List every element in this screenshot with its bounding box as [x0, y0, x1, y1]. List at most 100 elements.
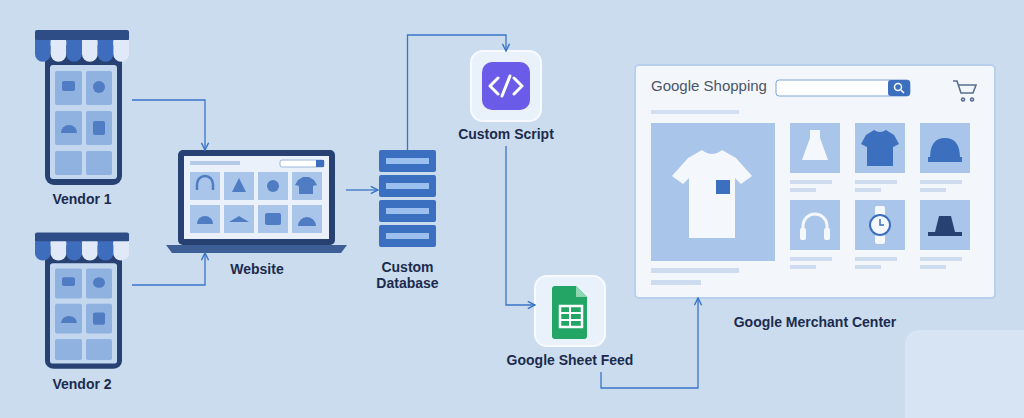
sheet-icon: Google Sheet Feed [535, 276, 605, 346]
shopping-window [953, 81, 976, 101]
sheet-icon [535, 276, 605, 346]
shopping-window [790, 265, 816, 269]
script-icon [471, 51, 541, 121]
shopping-window [790, 123, 840, 173]
laptop-icon [292, 205, 322, 233]
laptop-icon [166, 245, 347, 253]
shopping-window [855, 123, 905, 173]
node-label: Custom Script [458, 126, 554, 142]
database-icon [386, 183, 429, 189]
shopping-window [930, 138, 960, 158]
sheet-icon [535, 276, 605, 346]
database-icon [386, 208, 429, 214]
shopping-window [928, 157, 962, 162]
laptop-icon [280, 160, 324, 167]
flow-connector [506, 146, 535, 305]
shopping-window [880, 219, 884, 225]
database-icon [379, 225, 436, 247]
shopping-window [870, 215, 890, 235]
flow-connector [132, 100, 205, 150]
shopping-window [935, 216, 955, 232]
shopping-window [861, 130, 899, 166]
shopping-window [920, 180, 962, 184]
shopping-window [895, 84, 902, 91]
decor-panel [905, 330, 1024, 418]
database-icon [379, 150, 436, 172]
node-label: Vendor 2 [52, 376, 111, 392]
vendor-shop: Vendor 2 [32, 228, 132, 371]
sheet-icon [560, 306, 582, 327]
laptop-icon [258, 172, 288, 200]
laptop-icon [178, 150, 335, 245]
shopping-window [651, 123, 775, 261]
shopping-window [920, 123, 970, 173]
merchant-window: Google ShoppingGoogle Merchant Center [635, 65, 995, 298]
phone-icon [35, 30, 129, 185]
shopping-window [635, 65, 995, 298]
shopping-window [651, 110, 739, 114]
laptop-icon [224, 172, 254, 200]
sheet-icon [552, 286, 587, 339]
flow-connector [601, 298, 698, 388]
sheet-icon [576, 286, 587, 297]
database-server: Custom Database [378, 150, 437, 248]
laptop-icon [267, 180, 279, 192]
shopping-window [803, 214, 827, 236]
laptop-icon [265, 213, 281, 225]
shopping-window [920, 200, 970, 250]
script-icon [482, 62, 530, 110]
shopping-window [928, 232, 962, 236]
shopping-window [920, 265, 946, 269]
script-icon: Custom Script [471, 51, 541, 121]
laptop-icon [190, 161, 240, 165]
shopping-window [635, 65, 995, 298]
laptop-icon [166, 150, 347, 253]
laptop-icon [197, 176, 213, 190]
shopping-window [855, 265, 881, 269]
node-label: Vendor 1 [52, 191, 111, 207]
phone-icon [35, 232, 129, 368]
laptop-icon [224, 205, 254, 233]
window-title: Google Shopping [651, 77, 767, 95]
shopping-window [651, 268, 739, 273]
laptop-icon [298, 217, 316, 226]
laptop-icon [184, 156, 329, 239]
shopping-window [901, 90, 904, 93]
shopping-window [776, 80, 910, 96]
script-icon [471, 51, 541, 121]
database-icon [386, 233, 429, 239]
shopping-window [790, 257, 832, 261]
shopping-window [800, 228, 806, 240]
laptop-icon [190, 172, 220, 200]
sheet-icon [560, 306, 582, 327]
node-label: Custom Database [360, 259, 456, 291]
laptop-icon [190, 205, 220, 233]
shopping-window [920, 257, 962, 261]
database-icon [379, 200, 436, 222]
node-label: Website [230, 261, 283, 277]
laptop-icon [292, 172, 322, 200]
shopping-window [802, 130, 828, 160]
shopping-window [920, 188, 946, 192]
laptop-icon [229, 216, 249, 222]
database-icon [379, 150, 436, 247]
laptop-icon [197, 216, 213, 224]
shopping-window [855, 200, 905, 250]
shopping-window [790, 200, 840, 250]
script-icon [490, 76, 522, 96]
flow-connector [346, 189, 378, 190]
shopping-window [790, 188, 816, 192]
node-label: Google Sheet Feed [507, 352, 634, 368]
database-icon [386, 158, 429, 164]
laptop-icon [258, 205, 288, 233]
shopping-window [651, 280, 701, 285]
shopping-window [824, 228, 830, 240]
shopping-window [888, 80, 910, 96]
database-icon [379, 175, 436, 197]
shopping-window [855, 188, 881, 192]
shopping-window [672, 150, 752, 238]
node-label: Google Merchant Center [734, 314, 897, 330]
shopping-window [790, 180, 832, 184]
shopping-window [855, 257, 897, 261]
flow-connector [132, 253, 205, 285]
